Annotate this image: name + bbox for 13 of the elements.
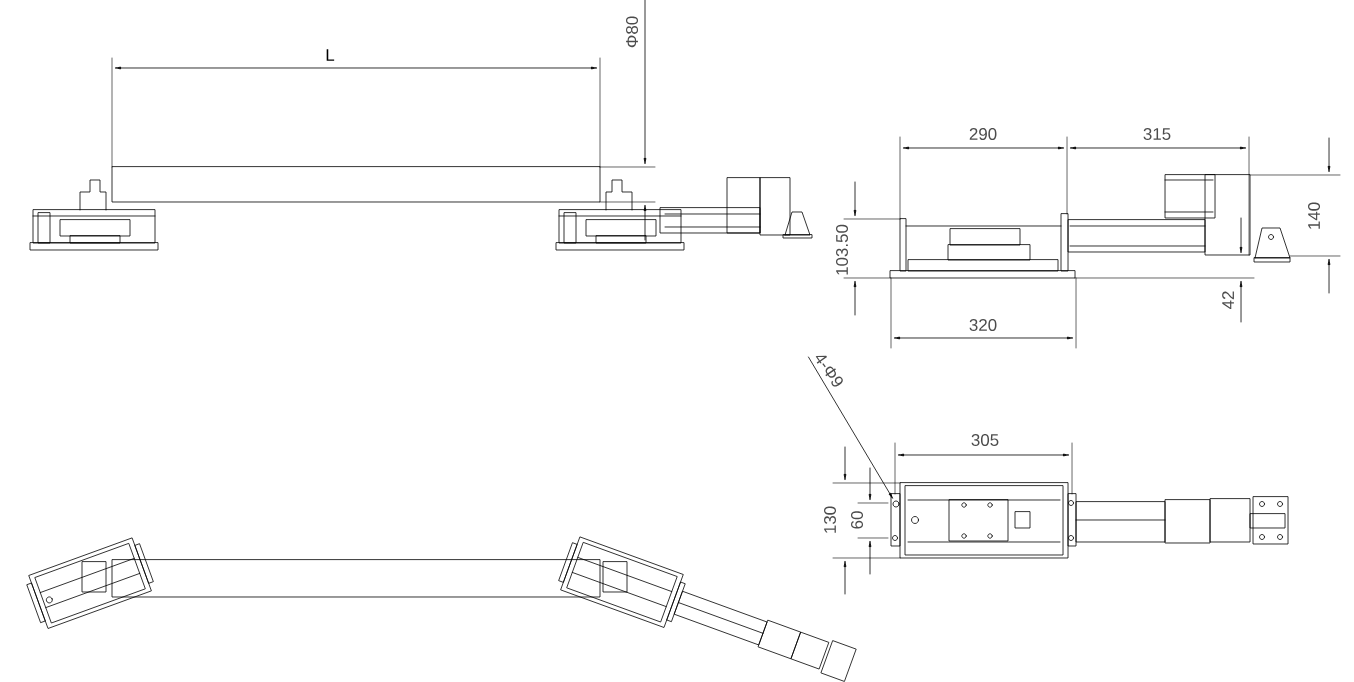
dimension-label: 290 <box>969 128 997 140</box>
dimension-label: Φ80 <box>626 16 638 48</box>
dimension-label: 130 <box>824 506 836 533</box>
dimension-label: 42 <box>1222 291 1234 309</box>
dimension-label: 305 <box>971 434 999 446</box>
dimension-label: 140 <box>1308 202 1320 229</box>
dimension-label: L <box>326 49 335 61</box>
dimension-label: 315 <box>1143 128 1171 140</box>
leader-line <box>808 356 893 499</box>
dimension-label: 103.50 <box>836 224 848 275</box>
dimension-label: 320 <box>969 319 997 331</box>
mounting-hole <box>892 500 900 508</box>
dimension-label: 60 <box>851 511 863 529</box>
